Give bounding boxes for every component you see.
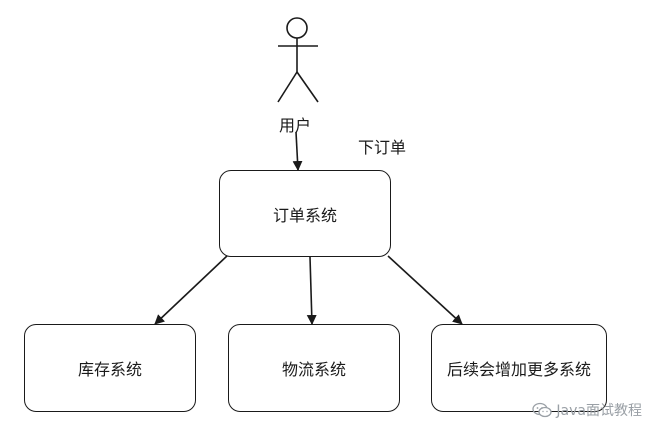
watermark: Java面试教程 bbox=[532, 400, 642, 420]
watermark-text: Java面试教程 bbox=[556, 403, 642, 419]
inventory-system-node: 库存系统 bbox=[24, 324, 196, 412]
logistics-system-label: 物流系统 bbox=[281, 360, 346, 379]
more-systems-node: 后续会增加更多系统 bbox=[431, 324, 607, 412]
edge-label-place-order: 下订单 bbox=[358, 138, 407, 157]
wechat-icon bbox=[532, 402, 553, 418]
user-actor-icon bbox=[277, 17, 319, 103]
logistics-system-node: 物流系统 bbox=[228, 324, 400, 412]
actor-label: 用户 bbox=[279, 116, 312, 135]
inventory-system-label: 库存系统 bbox=[77, 360, 142, 379]
more-systems-label: 后续会增加更多系统 bbox=[446, 360, 591, 379]
edge-order-to-inventory bbox=[154, 254, 229, 325]
order-system-node: 订单系统 bbox=[219, 170, 391, 257]
order-system-label: 订单系统 bbox=[272, 205, 337, 225]
edge-order-to-logistics bbox=[306, 256, 317, 325]
edge-order-to-more bbox=[387, 255, 463, 325]
edge-user-to-order bbox=[292, 131, 303, 171]
